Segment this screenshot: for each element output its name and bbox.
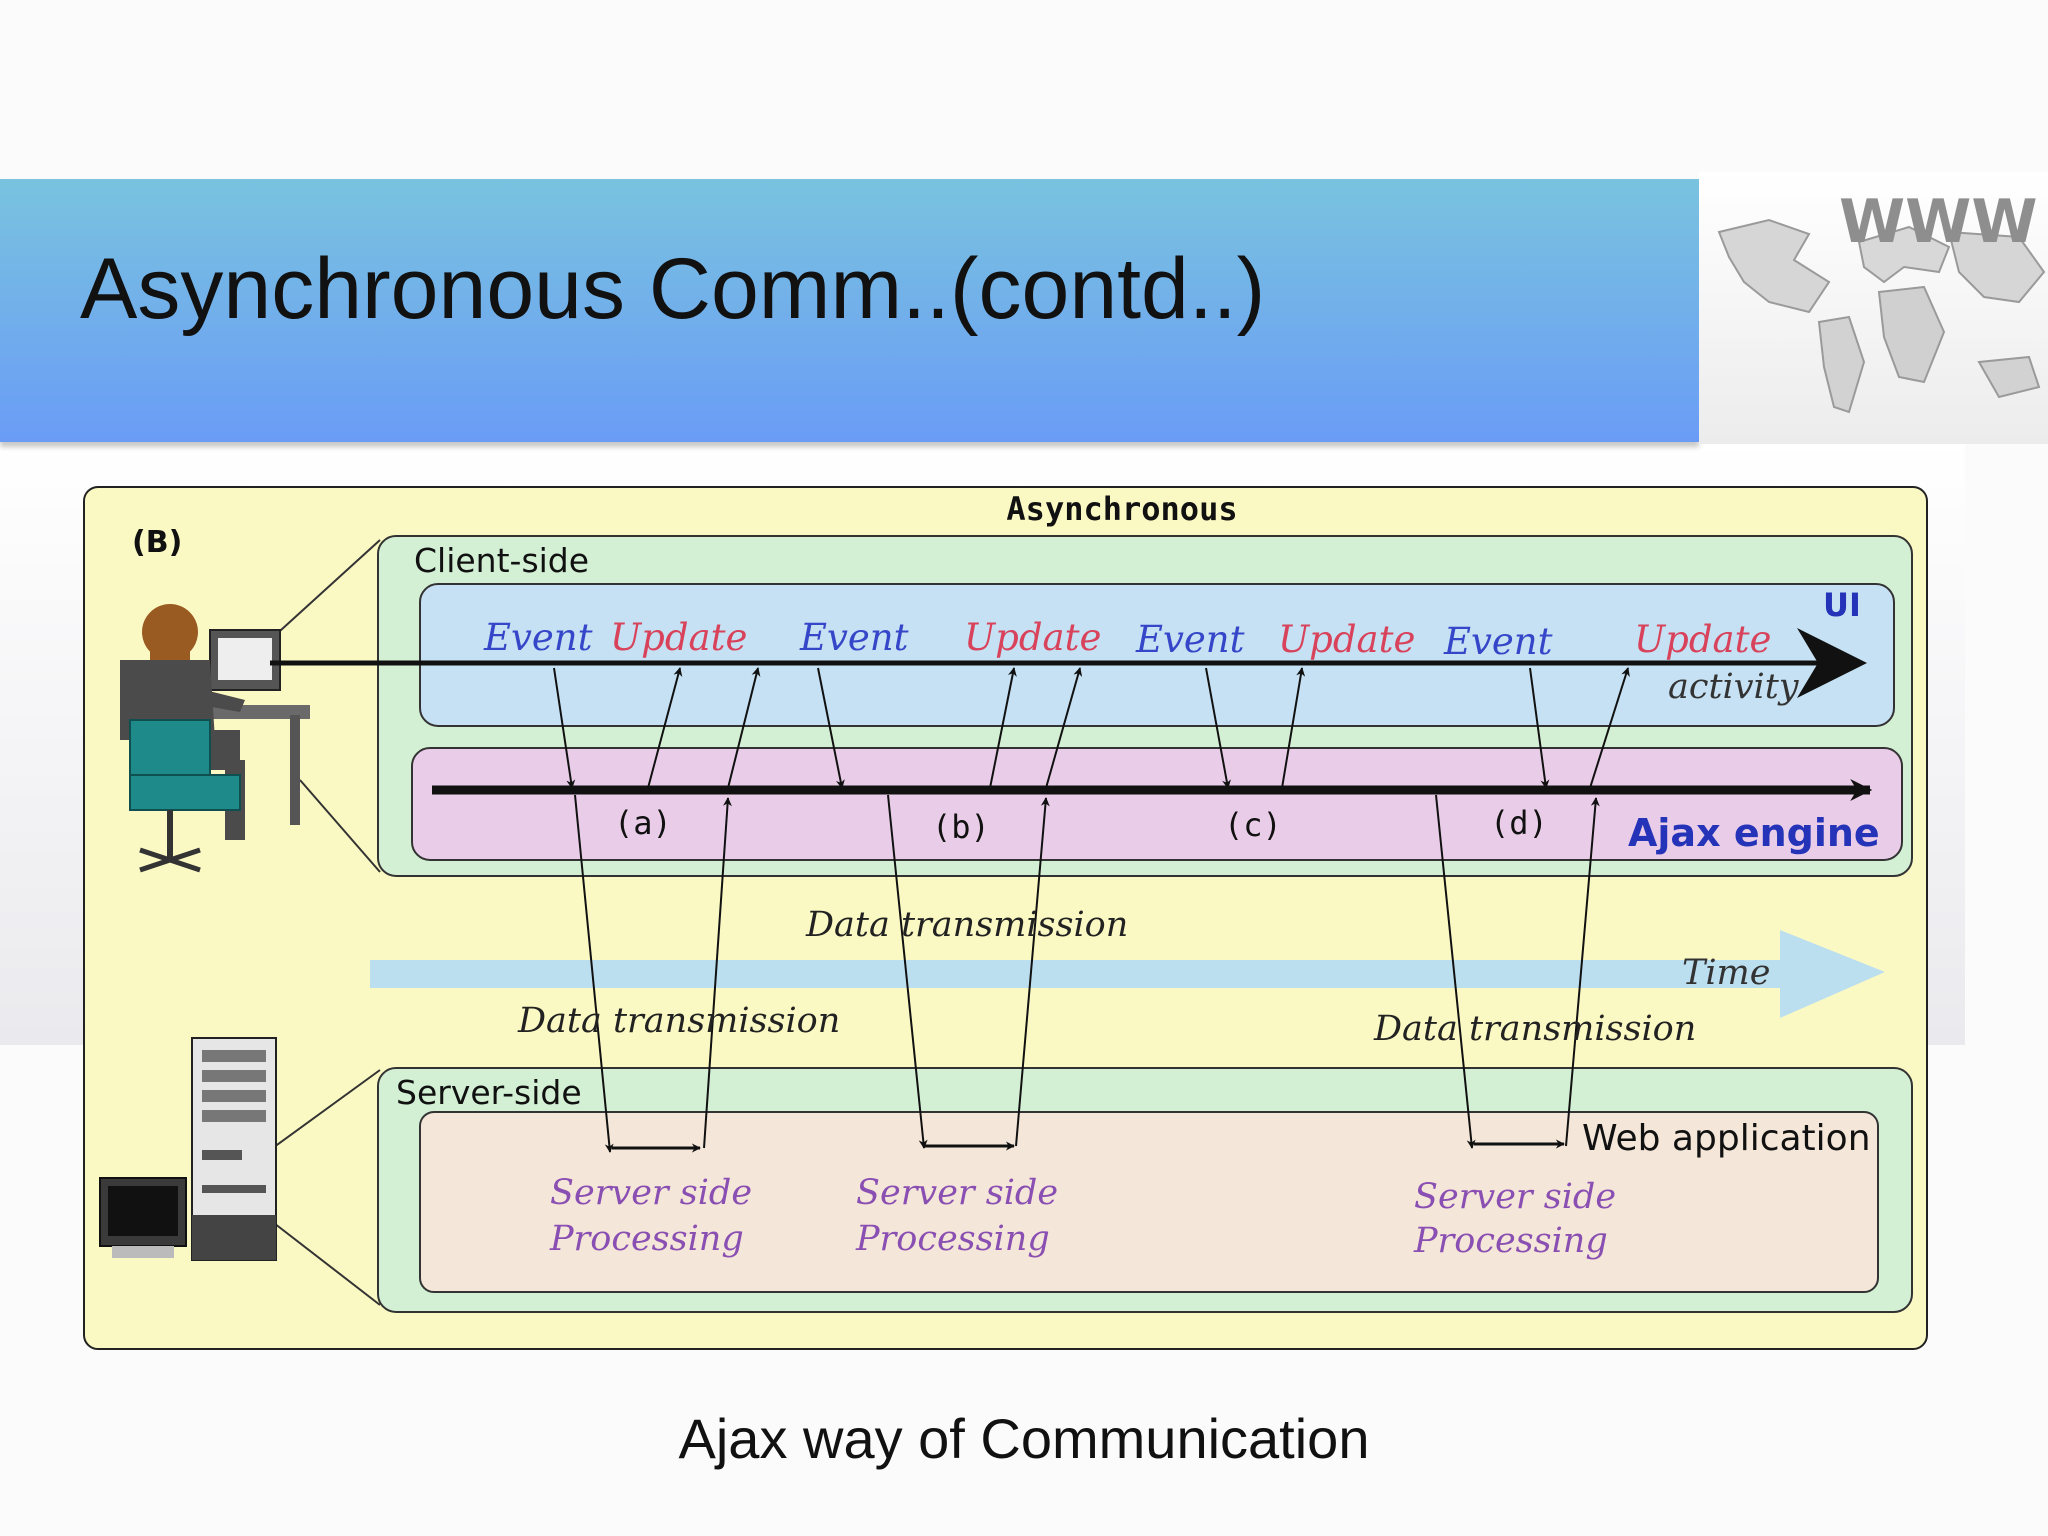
cycle-label: (a) [614, 804, 672, 842]
processing-label: Processing [549, 1219, 744, 1259]
processing-label: Server side [856, 1173, 1058, 1213]
data-transmission-label: Data transmission [1373, 1009, 1696, 1049]
engine-to-update-arrow [727, 667, 761, 789]
engine-to-update-arrow [1281, 667, 1306, 789]
globe-icon: WWW [1717, 187, 2046, 414]
event-label: Event [1135, 618, 1245, 661]
slide-caption: Ajax way of Communication [678, 1407, 1370, 1470]
ui-label: UI [1823, 586, 1861, 624]
request-to-server-arrow [1435, 794, 1476, 1149]
ajax-band [411, 747, 1903, 861]
event-to-engine-arrow [1529, 667, 1550, 789]
server-computer-icon [99, 1037, 277, 1261]
diagram-tag: (B) [132, 525, 182, 560]
engine-to-update-arrow [1589, 667, 1630, 789]
server-response-arrow [1015, 797, 1050, 1147]
callout-line [269, 1069, 381, 1151]
client-side-label: Client-side [414, 541, 589, 580]
update-label: Update [1634, 618, 1771, 661]
request-to-server-arrow [574, 794, 614, 1153]
processing-label: Processing [1413, 1221, 1608, 1261]
engine-to-update-arrow [1045, 667, 1083, 789]
event-label: Event [1443, 620, 1553, 663]
processing-label: Server side [1414, 1177, 1616, 1217]
data-transmission-label: Data transmission [517, 1001, 840, 1041]
server-response-arrow [1565, 797, 1600, 1147]
engine-to-update-arrow [647, 667, 683, 789]
user-at-computer-icon [120, 604, 310, 873]
server-response-arrow [703, 797, 732, 1149]
logo-text: WWW [1839, 187, 2038, 257]
processing-label: Server side [550, 1173, 752, 1213]
cycle-label: (b) [932, 808, 990, 846]
web-application-label: Web application [1582, 1118, 1871, 1159]
event-to-engine-arrow [553, 667, 576, 789]
cycle-label: (c) [1224, 806, 1282, 844]
cycle-label: (d) [1490, 804, 1548, 842]
activity-label: activity [1668, 667, 1800, 707]
title-banner [0, 179, 1699, 442]
ui-band [419, 583, 1895, 727]
time-label: Time [1682, 953, 1770, 993]
data-transmission-label: Data transmission [805, 905, 1128, 945]
callout-line [299, 779, 381, 873]
ajax-engine-label: Ajax engine [1628, 811, 1880, 855]
world-map-logo: WWW [1699, 172, 2048, 444]
event-to-engine-arrow [1205, 667, 1231, 789]
event-to-engine-arrow [817, 667, 845, 789]
diagram-title: Asynchronous [1006, 490, 1237, 528]
update-label: Update [610, 616, 747, 659]
callout-line [269, 1219, 381, 1306]
webapp-band [419, 1111, 1879, 1293]
request-to-server-arrow [887, 794, 928, 1149]
time-arrow [370, 930, 1885, 1018]
update-label: Update [964, 616, 1101, 659]
server-side-label: Server-side [396, 1073, 582, 1112]
slide-title: Asynchronous Comm..(contd..) [80, 241, 1266, 337]
event-label: Event [483, 616, 593, 659]
callout-line [269, 539, 381, 641]
event-label: Event [799, 616, 909, 659]
update-label: Update [1278, 618, 1415, 661]
engine-to-update-arrow [989, 667, 1017, 789]
processing-label: Processing [855, 1219, 1050, 1259]
